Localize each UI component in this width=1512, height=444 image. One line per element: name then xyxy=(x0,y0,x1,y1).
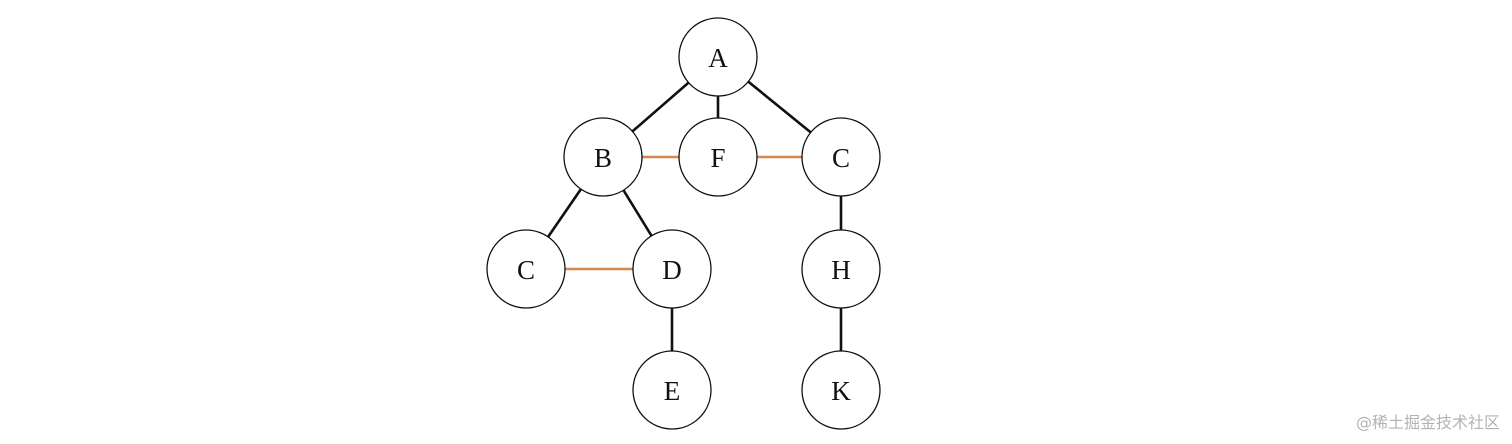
tree-edge-a-c1 xyxy=(747,80,812,134)
node-label-e: E xyxy=(664,376,681,406)
tree-edge-b-d xyxy=(622,189,653,237)
node-h: H xyxy=(801,229,881,309)
node-label-c2: C xyxy=(517,255,535,285)
node-circle-f xyxy=(678,117,758,197)
tree-edge-b-c2 xyxy=(547,188,582,238)
node-label-h: H xyxy=(831,255,851,285)
node-circle-e xyxy=(632,350,712,430)
node-circle-k xyxy=(801,350,881,430)
node-circle-d xyxy=(632,229,712,309)
node-label-d: D xyxy=(662,255,682,285)
node-c2: C xyxy=(486,229,566,309)
node-k: K xyxy=(801,350,881,430)
node-f: F xyxy=(678,117,758,197)
node-label-f: F xyxy=(710,143,725,173)
node-circle-c2 xyxy=(486,229,566,309)
node-a: A xyxy=(678,17,758,97)
node-label-b: B xyxy=(594,143,612,173)
nodes-layer: A B F C C D H E K xyxy=(486,17,881,430)
node-label-a: A xyxy=(708,43,728,73)
node-c1: C xyxy=(801,117,881,197)
node-d: D xyxy=(632,229,712,309)
node-circle-a xyxy=(678,17,758,97)
watermark-text: @稀土掘金技术社区 xyxy=(1355,413,1500,432)
tree-edge-a-b xyxy=(631,81,690,133)
node-label-c1: C xyxy=(832,143,850,173)
edges-layer xyxy=(547,80,843,351)
node-e: E xyxy=(632,350,712,430)
node-circle-b xyxy=(563,117,643,197)
node-b: B xyxy=(563,117,643,197)
node-circle-c1 xyxy=(801,117,881,197)
node-circle-h xyxy=(801,229,881,309)
node-label-k: K xyxy=(831,376,851,406)
